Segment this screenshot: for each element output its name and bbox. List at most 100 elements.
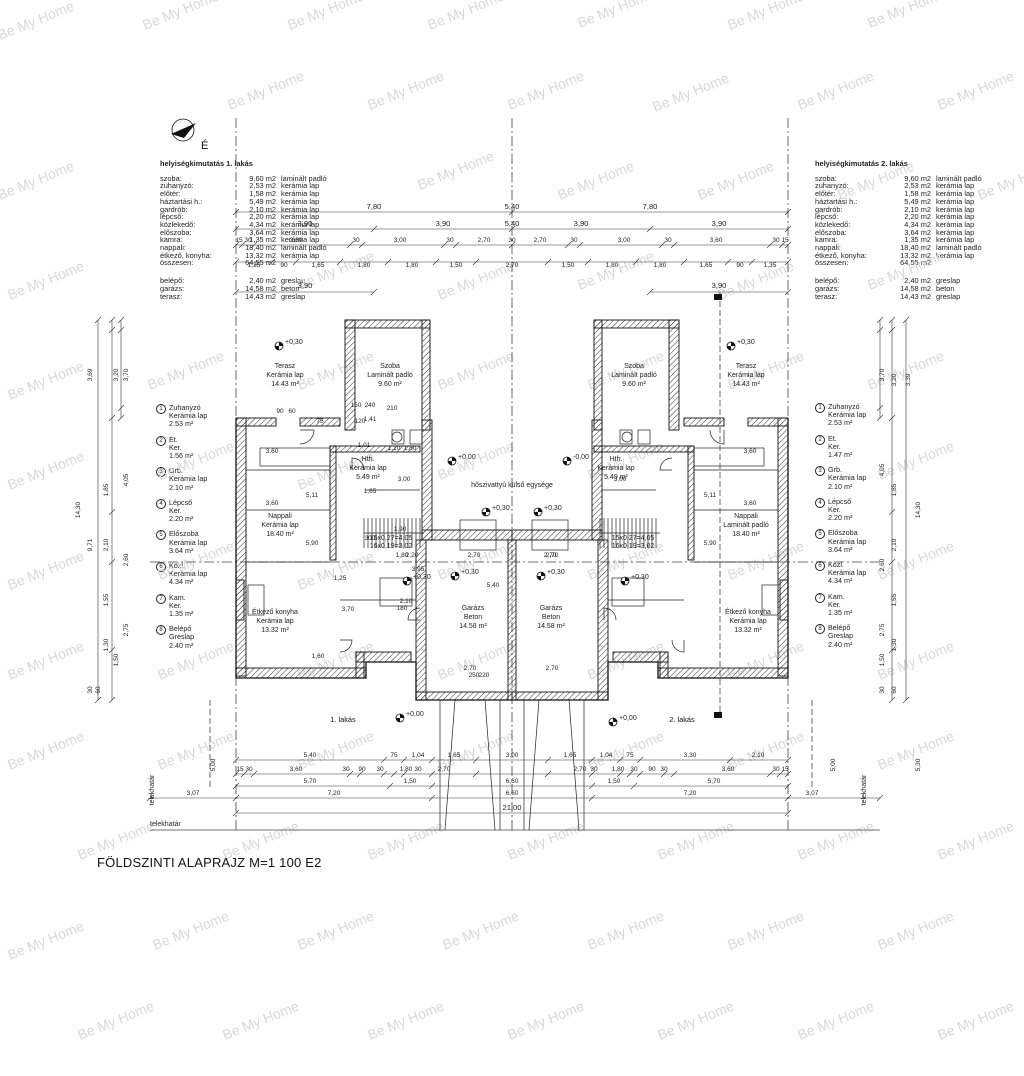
watermark-text: Be My Home [425, 0, 506, 33]
wall-segment [299, 417, 341, 427]
room-label: Kerámia lap [266, 372, 303, 379]
dim-label: 90 [276, 408, 284, 415]
dimension-tick [370, 225, 378, 233]
watermark-text: Be My Home [5, 258, 86, 303]
dim-label: 3,70 [342, 606, 355, 613]
dim-label: 3,70 [123, 368, 130, 381]
schedule-cell: 2,20 m2 [249, 212, 276, 222]
wall-segment [593, 319, 680, 329]
room-label: Garázs [462, 605, 485, 612]
legend-number: 6 [156, 562, 166, 573]
schedule-cell: 1,35 m2 [249, 235, 276, 245]
legend-number: 2 [156, 435, 166, 446]
dim-label: 2,70 [478, 237, 491, 244]
legend-number: 1 [815, 403, 825, 413]
interior-rect [637, 429, 651, 445]
dim-label: 1,85 [891, 483, 898, 496]
dimension-tick [784, 782, 792, 790]
watermark-text: Be My Home [5, 638, 86, 683]
legend-number: 8 [815, 624, 825, 635]
dimension-tick [232, 770, 240, 778]
dimension-tick [646, 225, 654, 233]
schedule-cell: laminált padló [281, 243, 327, 253]
dim-label: 6,60 [506, 778, 519, 785]
schedule-cell: 9,60 m2 [904, 173, 931, 183]
dim-label: 300 [365, 535, 376, 542]
dim-label: 75 [626, 752, 634, 759]
dim-label: 1,65 [312, 262, 325, 269]
schedule-cell: 64,55 m2 [900, 258, 931, 268]
dim-label: 3,00 [506, 752, 519, 759]
schedule-cell: 64,55 m2 [245, 258, 276, 268]
watermark-text: Be My Home [835, 158, 916, 203]
room-label: Kerámia lap [349, 465, 386, 472]
unit-label: 1. lakás [330, 715, 356, 724]
dim-label: 3,60 [266, 448, 279, 455]
schedule-cell: greslap [281, 291, 306, 301]
dim-label: 3,07 [187, 790, 200, 797]
dimension-tick [670, 241, 678, 249]
interior-rect [259, 447, 331, 467]
watermark-text: Be My Home [865, 248, 946, 293]
schedule-cell: laminált padló [936, 173, 982, 183]
dim-label: 3,60 [722, 766, 735, 773]
watermark-text: Be My Home [5, 548, 86, 593]
dim-label: 7,80 [367, 202, 382, 211]
schedule-cell: 18,40 m2 [245, 243, 276, 253]
level-label: +0,30 [631, 574, 649, 581]
dimension-tick [544, 258, 552, 266]
room-label: Laminált padló [367, 372, 413, 379]
room-label: Szoba [624, 363, 644, 370]
dimension-tick [888, 414, 896, 422]
wall-segment [507, 539, 517, 701]
dim-label: 1,55 [103, 593, 110, 606]
dimension-tick [584, 258, 592, 266]
dimension-tick [380, 756, 388, 764]
dim-label: 3,69 [87, 368, 94, 381]
room-label: Laminált padló [611, 372, 657, 379]
schedule-cell: kerámia lap [281, 196, 320, 206]
level-marker: +0,30 [274, 339, 303, 351]
watermark-text: Be My Home [155, 438, 236, 483]
level-icon [448, 457, 456, 465]
watermark-text: Be My Home [935, 818, 1016, 863]
dim-label: 3,60 [710, 237, 723, 244]
schedule-cell: 2,10 m2 [904, 204, 931, 214]
schedule-cell: zuhanyzó: [160, 181, 194, 191]
dim-label: 14,30 [915, 501, 922, 518]
dimension-tick [384, 258, 392, 266]
dim-label: 1,85 [103, 483, 110, 496]
room-label: Beton [542, 614, 560, 621]
dim-label: 1,90 [394, 526, 407, 533]
schedule-row: összesen:64,55 m2 [160, 259, 341, 267]
dimension-tick [636, 756, 644, 764]
watermark-text: Be My Home [875, 438, 956, 483]
dim-label: 1,50 [450, 262, 463, 269]
schedule-cell: 14,58 m2 [245, 283, 276, 293]
dim-label: 30 [245, 766, 253, 773]
dim-label: 2,70 [468, 552, 481, 559]
watermark-text: Be My Home [435, 438, 516, 483]
interior-line [484, 699, 496, 831]
legend-number: 3 [815, 466, 825, 477]
level-label: +0,30 [285, 339, 303, 346]
dimension-tick [776, 770, 784, 778]
watermark-text: Be My Home [505, 818, 586, 863]
dim-label: 60 [95, 686, 102, 694]
level-label: +0,30 [492, 505, 510, 512]
dimension-tick [616, 756, 624, 764]
dim-label: 21,00 [502, 803, 521, 812]
dimension-tick [724, 258, 732, 266]
